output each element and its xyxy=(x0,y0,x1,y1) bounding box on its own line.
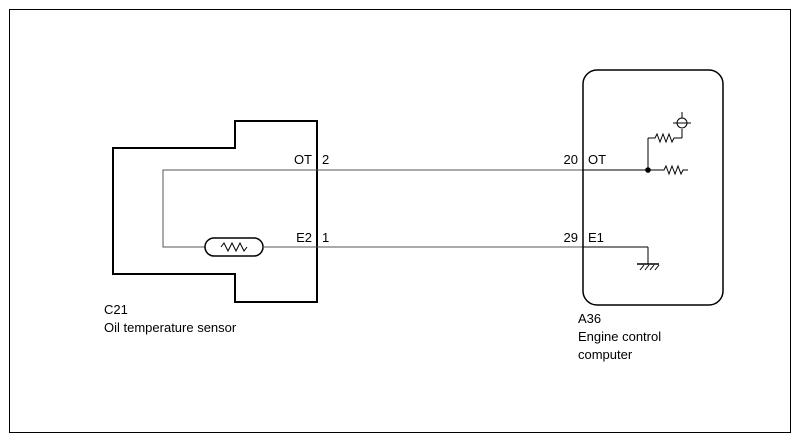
sensor-pin-e2-label: E2 xyxy=(296,230,312,245)
ecu-pin-ot-label: OT xyxy=(588,152,606,167)
sensor-pin-ot-label: OT xyxy=(294,152,312,167)
sensor-connector-body xyxy=(112,120,318,303)
pullup-resistor-icon xyxy=(648,132,682,144)
sensor-internal-wire xyxy=(162,169,317,248)
ecu-name-line1: Engine control xyxy=(578,329,661,344)
ecu-pin-ot-number: 20 xyxy=(564,152,578,167)
ecu-pin-e1-label: E1 xyxy=(588,230,604,245)
sensor-pin-e2-number: 1 xyxy=(322,230,329,245)
thermistor-icon xyxy=(204,237,264,257)
sensor-name: Oil temperature sensor xyxy=(104,320,237,335)
input-resistor-icon xyxy=(648,164,688,176)
ecu-code: A36 xyxy=(578,311,601,326)
ground-icon xyxy=(637,263,660,271)
diagram-frame xyxy=(9,9,791,433)
ecu-pin-e1-number: 29 xyxy=(564,230,578,245)
ecu-name-line2: computer xyxy=(578,347,633,362)
ecu-body xyxy=(582,69,724,306)
sensor-code: C21 xyxy=(104,302,128,317)
sensor-pin-ot-number: 2 xyxy=(322,152,329,167)
